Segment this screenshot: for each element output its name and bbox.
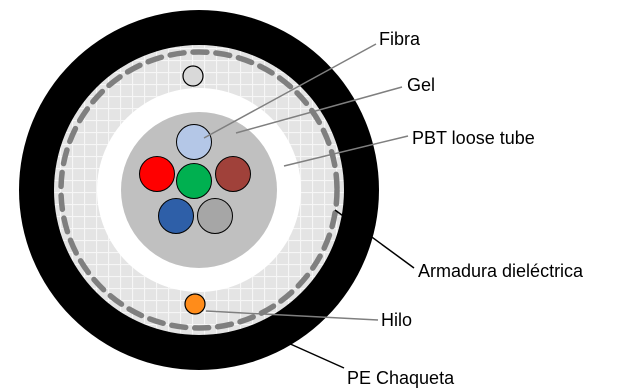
label-pe-chaqueta: PE Chaqueta <box>347 368 455 388</box>
fiber-right <box>215 156 251 192</box>
label-hilo: Hilo <box>381 310 413 330</box>
leader-line-fibra <box>203 43 377 139</box>
ripcord-top <box>182 65 204 87</box>
label-gel: Gel <box>407 75 436 95</box>
fiber-bottom-right <box>197 198 233 234</box>
leader-line-armadura <box>334 209 415 269</box>
fiber-center <box>176 163 212 199</box>
fiber-top <box>176 124 212 160</box>
fiber-bottom-left <box>158 198 194 234</box>
hilo-thread <box>184 293 206 315</box>
leader-line-gel <box>235 86 403 134</box>
label-armadura-dielectrica: Armadura dieléctrica <box>418 261 584 281</box>
leader-line-pe-chaqueta <box>258 329 345 369</box>
dielectric-armor-dashes <box>58 49 340 331</box>
leader-line-hilo <box>205 310 379 321</box>
label-fibra: Fibra <box>379 29 421 49</box>
fiber-left <box>139 156 175 192</box>
label-pbt-loose-tube: PBT loose tube <box>412 128 535 148</box>
leader-line-pbt <box>283 135 409 167</box>
